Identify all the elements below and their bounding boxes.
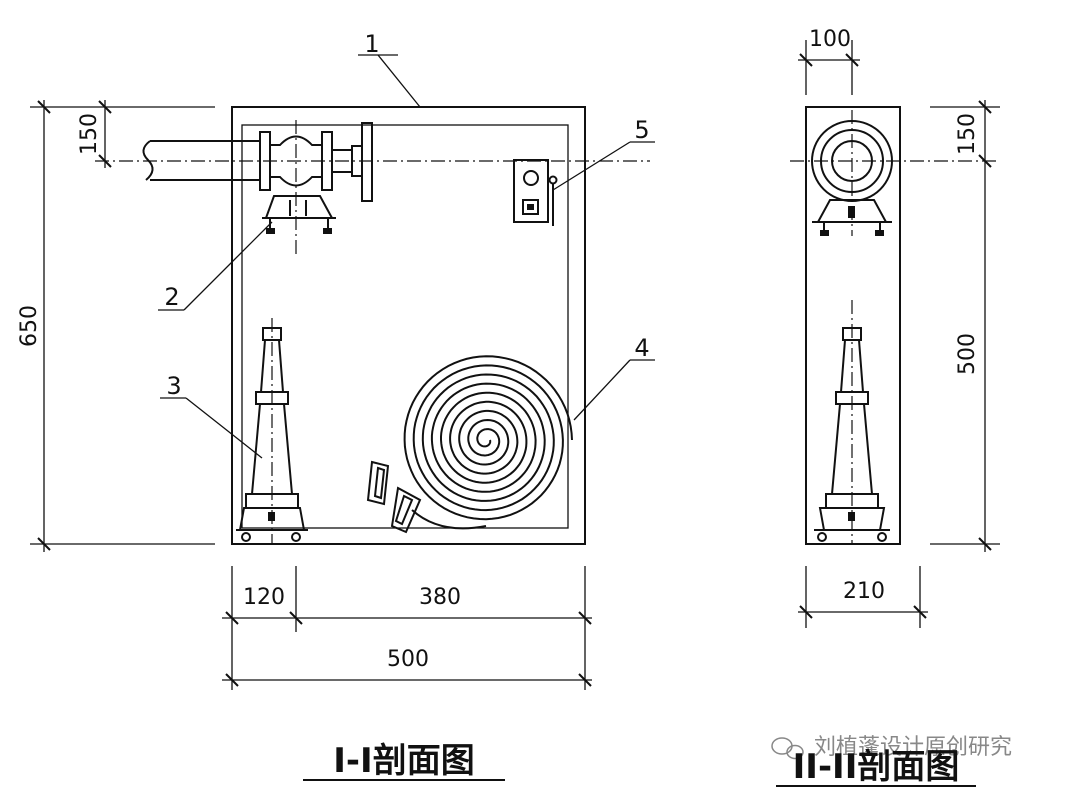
callout-4: 4 [634, 334, 649, 362]
dimension-lines-left [30, 100, 592, 690]
cabinet-outer-outline [231, 106, 586, 545]
dim-left-bay-width: 120 [243, 585, 285, 610]
section-1-view: 1 2 3 4 5 650 [17, 30, 655, 781]
wechat-icon [771, 737, 804, 760]
callout-2: 2 [164, 283, 179, 311]
dim-inlet-offset-right: 150 [955, 113, 980, 155]
dim-overall-width: 500 [387, 647, 429, 672]
hose-coupling-upper [366, 460, 390, 506]
hose-nozzle [236, 318, 308, 544]
cabinet-side-outline [805, 106, 901, 545]
section-1-title: I-I剖面图 [333, 741, 474, 781]
watermark-text: 刘植蓬设计原创研究 [814, 735, 1012, 760]
hose-nozzle-side [814, 300, 890, 544]
hose-spiral [403, 355, 573, 530]
dim-overall-height: 650 [17, 305, 42, 347]
callout-1: 1 [364, 30, 379, 58]
section-2-title: II-II剖面图 [793, 747, 960, 787]
hose-coupling-lower [390, 486, 422, 534]
fire-hydrant-valve [259, 120, 373, 258]
section-2-view: 100 150 500 210 刘植蓬设计原创研究 II-II剖面图 [771, 27, 1012, 787]
dim-depth: 210 [843, 579, 885, 604]
alarm-button-box [513, 159, 558, 226]
cabinet-inner-outline [241, 124, 569, 529]
dim-inlet-offset-left: 150 [77, 113, 102, 155]
dimension-lines-right [798, 40, 1000, 628]
callout-3: 3 [166, 372, 181, 400]
dim-pipe-width: 100 [809, 27, 851, 52]
dim-inner-height: 500 [955, 333, 980, 375]
dim-right-bay-width: 380 [419, 585, 461, 610]
callout-leaders [158, 54, 655, 459]
fire-hose-reel [366, 355, 573, 534]
callout-5: 5 [634, 116, 649, 144]
valve-end-view [790, 110, 1000, 236]
